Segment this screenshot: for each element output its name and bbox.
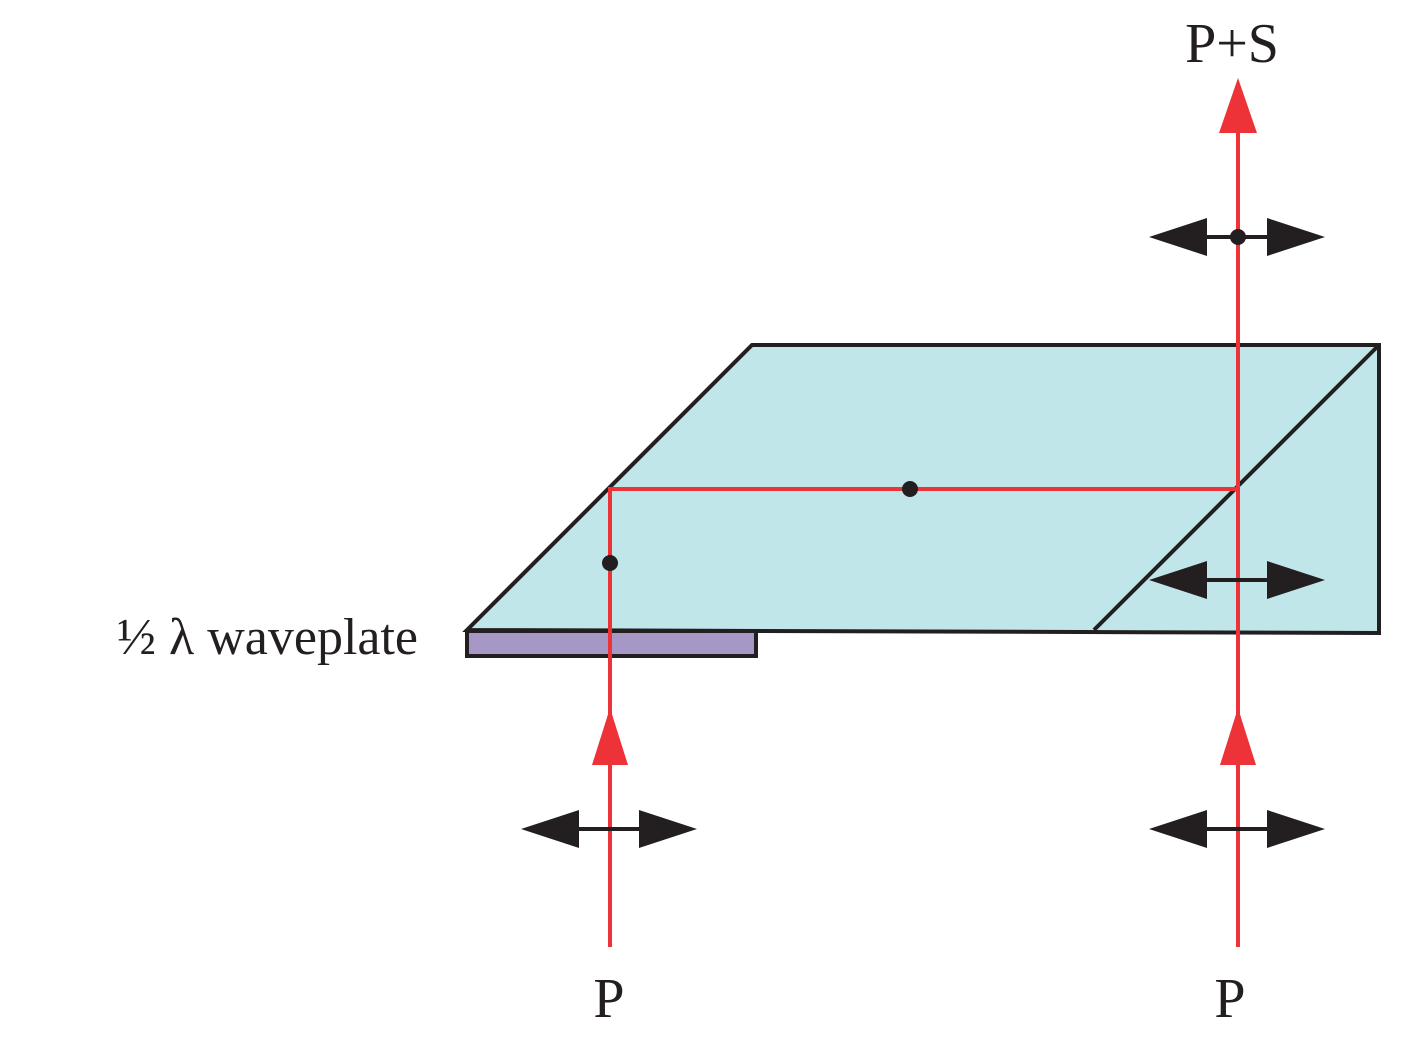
- p-polarization-arrow-in-prism: [1149, 561, 1325, 599]
- waveplate-label: ½ λ waveplate: [117, 609, 418, 666]
- output-beam-label: P+S: [1185, 13, 1279, 75]
- left-input-label: P: [593, 968, 624, 1030]
- p-polarization-arrow-left-input: [521, 810, 697, 848]
- p-polarization-arrow-right-input: [1149, 810, 1325, 848]
- right-input-label: P: [1214, 968, 1245, 1030]
- right-input-arrowhead: [1220, 708, 1256, 765]
- s-polarization-dot-horizontal: [902, 481, 918, 497]
- s-polarization-dot-vertical: [602, 555, 618, 571]
- left-input-arrowhead: [592, 708, 628, 765]
- s-polarization-dot-output: [1230, 229, 1246, 245]
- left-beam-path: [608, 487, 1238, 947]
- output-arrowhead: [1219, 78, 1257, 133]
